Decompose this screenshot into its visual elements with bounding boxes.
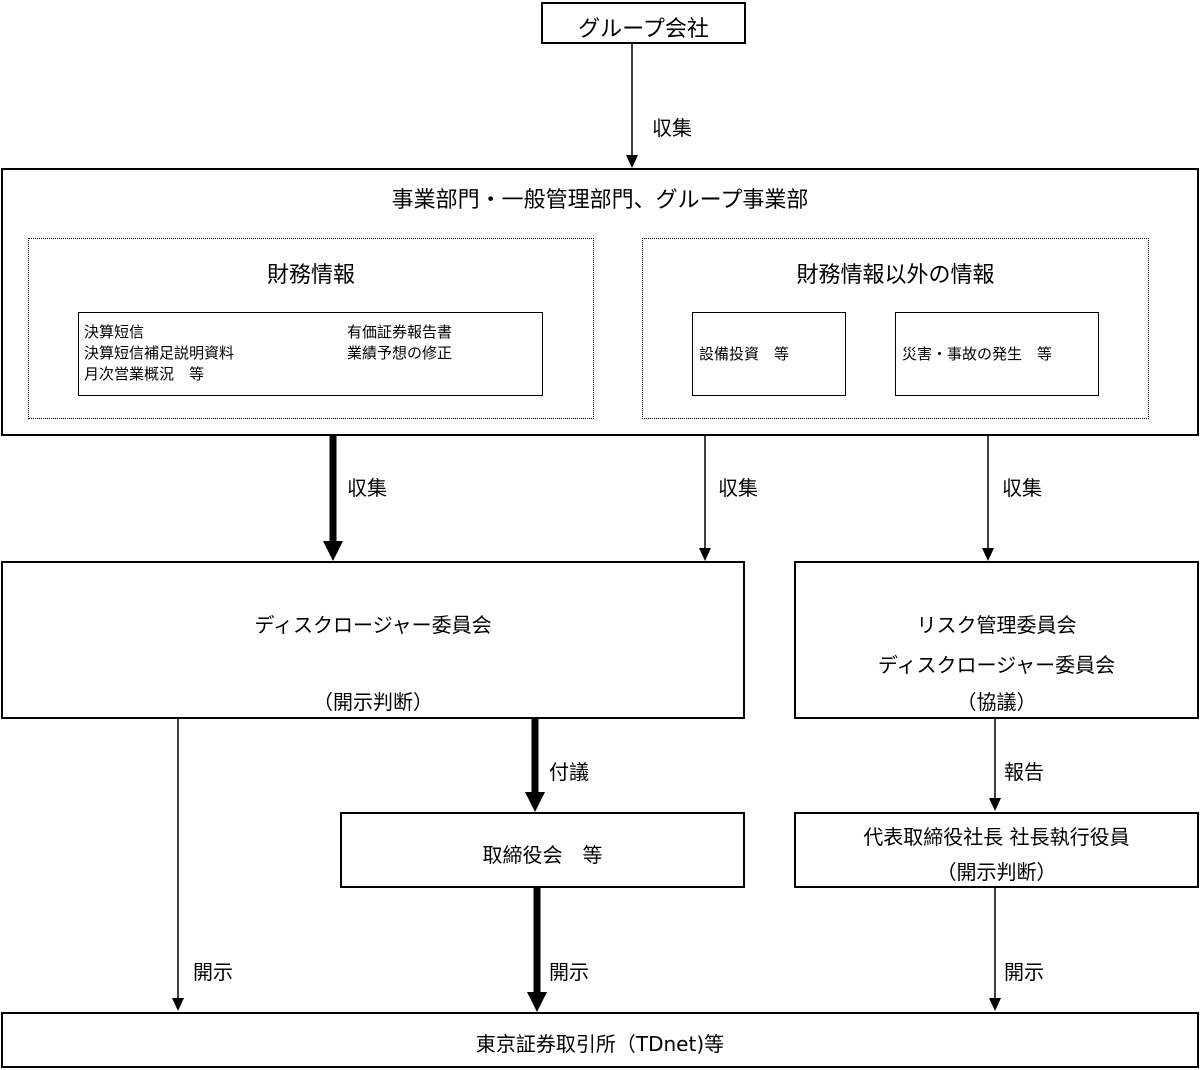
president-line2: （開示判断）	[936, 860, 1057, 884]
node-board: 取締役会 等	[340, 812, 745, 888]
exchange-label: 東京証券取引所（TDnet)等	[475, 1032, 725, 1056]
disclosure-judgement-label: （開示判断）	[313, 690, 433, 714]
node-disclosure-committee: ディスクロージャー委員会 （開示判断）	[1, 561, 745, 719]
group-non-financial-info: 財務情報以外の情報	[642, 238, 1149, 419]
risk-committee-line3: （協議）	[956, 690, 1037, 714]
fin-item-1: 決算短信	[84, 323, 145, 341]
edge-label-collect-top: 収集	[652, 116, 692, 140]
disaster-label: 災害・事故の発生 等	[902, 345, 1053, 363]
node-capex: 設備投資 等	[692, 312, 846, 396]
edge-label-disclose-mid: 開示	[549, 960, 589, 984]
fin-item-4: 有価証券報告書	[347, 323, 453, 341]
fin-item-3: 月次営業概況 等	[84, 365, 205, 383]
group-company-label: グループ会社	[578, 17, 709, 42]
edge-label-collect-mid: 収集	[718, 476, 758, 500]
financial-items-box: 決算短信 決算短信補足説明資料 月次営業概況 等 有価証券報告書 業績予想の修正	[78, 312, 543, 396]
node-group-company: グループ会社	[541, 2, 746, 44]
board-label: 取締役会 等	[482, 843, 603, 867]
financial-info-label: 財務情報	[266, 263, 355, 288]
node-disaster: 災害・事故の発生 等	[895, 312, 1099, 396]
capex-label: 設備投資 等	[699, 345, 790, 363]
disclosure-committee-label: ディスクロージャー委員会	[254, 613, 492, 637]
edge-label-collect-right: 収集	[1002, 476, 1042, 500]
risk-committee-line2: ディスクロージャー委員会	[877, 653, 1116, 677]
edge-label-disclose-left: 開示	[193, 960, 233, 984]
business-units-label: 事業部門・一般管理部門、グループ事業部	[391, 188, 809, 213]
non-financial-info-label: 財務情報以外の情報	[796, 263, 995, 288]
fin-item-5: 業績予想の修正	[347, 344, 453, 362]
node-exchange: 東京証券取引所（TDnet)等	[1, 1012, 1199, 1068]
edge-label-collect-left: 収集	[347, 476, 387, 500]
group-financial-info: 財務情報	[28, 238, 594, 419]
president-line1: 代表取締役社長 社長執行役員	[863, 825, 1130, 849]
fin-item-2: 決算短信補足説明資料	[84, 344, 235, 362]
node-risk-committee: リスク管理委員会 ディスクロージャー委員会 （協議）	[794, 561, 1199, 719]
edge-label-refer: 付議	[549, 760, 589, 784]
risk-committee-line1: リスク管理委員会	[916, 613, 1077, 637]
edge-label-report: 報告	[1004, 760, 1044, 784]
edge-label-disclose-right: 開示	[1004, 960, 1044, 984]
node-president: 代表取締役社長 社長執行役員 （開示判断）	[794, 812, 1199, 888]
